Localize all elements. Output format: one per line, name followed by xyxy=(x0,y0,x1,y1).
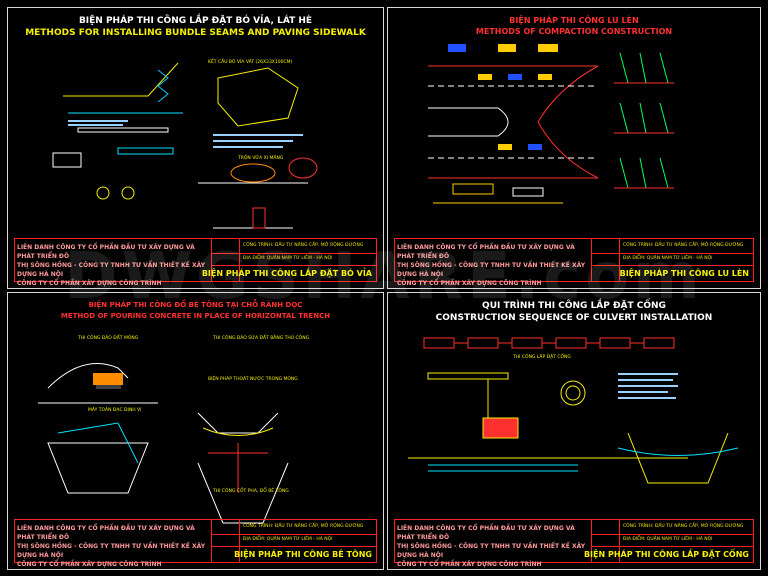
company-text: LIÊN DANH CÔNG TY CỔ PHẦN ĐẦU TƯ XÂY DỰN… xyxy=(17,244,206,287)
label: THI CÔNG ĐÀO ĐẤT MÓNG xyxy=(78,336,139,341)
sheet-title-vn: BIỆN PHÁP THI CÔNG LẮP ĐẶT BÓ VỈA, LÁT H… xyxy=(78,16,313,26)
label: THI CÔNG ĐÀO SỬA ĐẤT BẰNG THỦ CÔNG xyxy=(213,336,310,341)
sheet-name: BIỆN PHÁP THI CÔNG BÊ TÔNG xyxy=(234,550,372,559)
label: MÁY TOÀN ĐẠC ĐỊNH VỊ xyxy=(88,408,142,413)
sheet-title-vn: QUI TRÌNH THI CÔNG LẮP ĐẶT CỐNG xyxy=(482,301,666,311)
drawing-sheet-culvert[interactable]: QUI TRÌNH THI CÔNG LẮP ĐẶT CỐNG CONSTRUC… xyxy=(387,292,761,570)
title-block: LIÊN DANH CÔNG TY CỔ PHẦN ĐẦU TƯ XÂY DỰN… xyxy=(14,519,377,568)
label: KẾT CẤU BÓ VỈA VÁT (26X23X100CM) xyxy=(208,60,293,65)
company-text: LIÊN DANH CÔNG TY CỔ PHẦN ĐẦU TƯ XÂY DỰN… xyxy=(397,525,586,568)
sheet-title-vn: BIỆN PHÁP THI CÔNG ĐỔ BÊ TÔNG TẠI CHỖ RÃ… xyxy=(88,301,303,309)
label: THI CÔNG LẮP ĐẶT CỐNG xyxy=(513,355,571,360)
title-block: LIÊN DANH CÔNG TY CỔ PHẦN ĐẦU TƯ XÂY DỰN… xyxy=(394,519,754,568)
label: THI CÔNG CỐT PHA, ĐỔ BÊ TÔNG xyxy=(213,489,289,494)
sidewalk-drawing xyxy=(52,62,318,229)
sheet-title-en: METHODS OF COMPACTION CONSTRUCTION xyxy=(475,27,673,36)
company-text: LIÊN DANH CÔNG TY CỔ PHẦN ĐẦU TƯ XÂY DỰN… xyxy=(397,244,586,287)
sheet-title-en: CONSTRUCTION SEQUENCE OF CULVERT INSTALL… xyxy=(435,313,713,323)
label: TRỘN VỮA XI MĂNG xyxy=(238,156,284,161)
drawing-sheet-concrete[interactable]: BIỆN PHÁP THI CÔNG ĐỔ BÊ TÔNG TẠI CHỖ RÃ… xyxy=(7,292,384,570)
drawing-sheet-compaction[interactable]: BIỆN PHÁP THI CÔNG LU LÈN METHODS OF COM… xyxy=(387,7,761,289)
compaction-drawing xyxy=(428,44,674,204)
title-block: LIÊN DANH CÔNG TY CỔ PHẦN ĐẦU TƯ XÂY DỰN… xyxy=(394,238,754,287)
title-block: LIÊN DANH CÔNG TY CỔ PHẦN ĐẦU TƯ XÂY DỰN… xyxy=(14,238,377,287)
label: BIỆN PHÁP THOÁT NƯỚC TRONG MÓNG xyxy=(208,377,298,382)
sheet-name: BIỆN PHÁP THI CÔNG LU LÈN xyxy=(619,269,749,278)
sheet-name: BIỆN PHÁP THI CÔNG LẮP ĐẶT CỐNG xyxy=(583,550,749,559)
culvert-drawing xyxy=(408,337,739,484)
sheet-name: BIỆN PHÁP THI CÔNG LẮP ĐẶT BÓ VỈA xyxy=(201,269,372,278)
drawing-sheet-sidewalk[interactable]: BIỆN PHÁP THI CÔNG LẮP ĐẶT BÓ VỈA, LÁT H… xyxy=(7,7,384,289)
sheet-title-vn: BIỆN PHÁP THI CÔNG LU LÈN xyxy=(509,16,639,25)
concrete-drawing xyxy=(38,363,289,524)
company-text: LIÊN DANH CÔNG TY CỔ PHẦN ĐẦU TƯ XÂY DỰN… xyxy=(17,525,206,568)
sheet-title-en: METHOD OF POURING CONCRETE IN PLACE OF H… xyxy=(60,312,331,320)
sheet-title-en: METHODS FOR INSTALLING BUNDLE SEAMS AND … xyxy=(25,28,366,38)
